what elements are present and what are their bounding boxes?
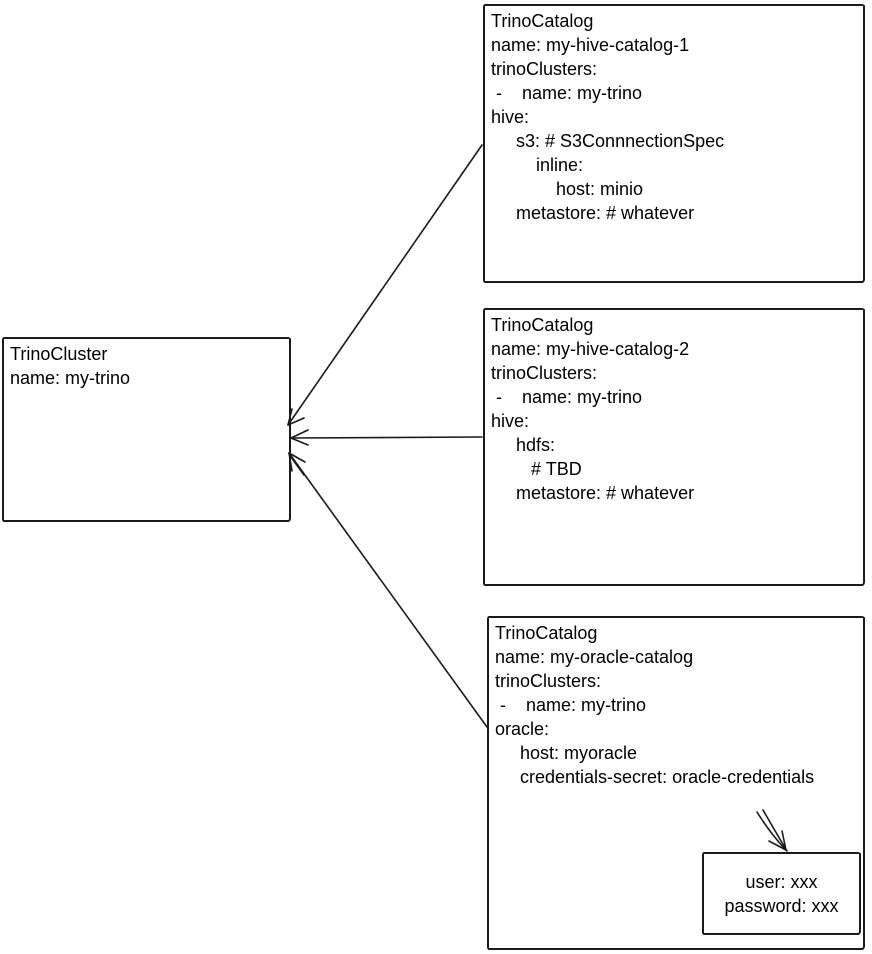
credentials-secret-box: user: xxx password: xxx	[702, 852, 861, 935]
text-line: name: my-oracle-catalog	[495, 647, 694, 667]
trino-catalog-2-text: TrinoCatalog name: my-hive-catalog-2 trino…	[485, 310, 863, 508]
trino-catalog-1-box: TrinoCatalog name: my-hive-catalog-1 trino…	[483, 4, 865, 283]
connector-line	[290, 436, 483, 439]
text-line: host: minio	[491, 179, 644, 199]
connector-line	[288, 452, 488, 728]
connector-line	[287, 144, 483, 426]
text-line: hdfs:	[491, 435, 556, 455]
arrowhead-icon	[288, 452, 306, 476]
text-line: metastore: # whatever	[491, 203, 695, 223]
text-line: s3: # S3ConnnectionSpec	[491, 131, 725, 151]
trino-cluster-text: TrinoCluster name: my-trino	[4, 339, 289, 393]
text-line: oracle:	[495, 719, 550, 739]
text-line: user: xxx	[745, 871, 818, 892]
text-line: host: myoracle	[495, 743, 638, 763]
text-line: - name: my-trino	[491, 83, 643, 103]
text-line: TrinoCatalog	[491, 315, 594, 335]
text-line: credentials-secret: oracle-credentials	[495, 767, 815, 787]
text-line: TrinoCatalog	[491, 11, 594, 31]
text-line: trinoClusters:	[495, 671, 602, 691]
text-line: trinoClusters:	[491, 59, 598, 79]
text-line: metastore: # whatever	[491, 483, 695, 503]
text-line: - name: my-trino	[491, 387, 643, 407]
credentials-secret-text: user: xxx password: xxx	[704, 854, 859, 933]
connector-catalog1-to-cluster	[287, 144, 483, 426]
trino-catalog-3-box: TrinoCatalog name: my-oracle-catalog trino…	[487, 616, 865, 950]
arrowhead-icon	[290, 429, 309, 446]
connector-catalog3-to-cluster	[288, 452, 488, 728]
text-line: name: my-trino	[10, 368, 131, 388]
text-line: name: my-hive-catalog-1	[491, 35, 690, 55]
text-line: hive:	[491, 107, 530, 127]
connector-catalog2-to-cluster	[290, 429, 483, 446]
text-line: trinoClusters:	[491, 363, 598, 383]
text-line: # TBD	[491, 459, 582, 479]
text-line: password: xxx	[724, 895, 839, 916]
text-line: TrinoCatalog	[495, 623, 598, 643]
trino-catalog-2-box: TrinoCatalog name: my-hive-catalog-2 trino…	[483, 308, 865, 586]
trino-catalog-3-text: TrinoCatalog name: my-oracle-catalog trino…	[489, 618, 863, 792]
text-line: - name: my-trino	[495, 695, 647, 715]
text-line: inline:	[491, 155, 584, 175]
text-line: hive:	[491, 411, 530, 431]
trino-cluster-box: TrinoCluster name: my-trino	[2, 337, 291, 522]
text-line: TrinoCluster	[10, 344, 108, 364]
text-line: name: my-hive-catalog-2	[491, 339, 690, 359]
trino-catalog-1-text: TrinoCatalog name: my-hive-catalog-1 trino…	[485, 6, 863, 228]
